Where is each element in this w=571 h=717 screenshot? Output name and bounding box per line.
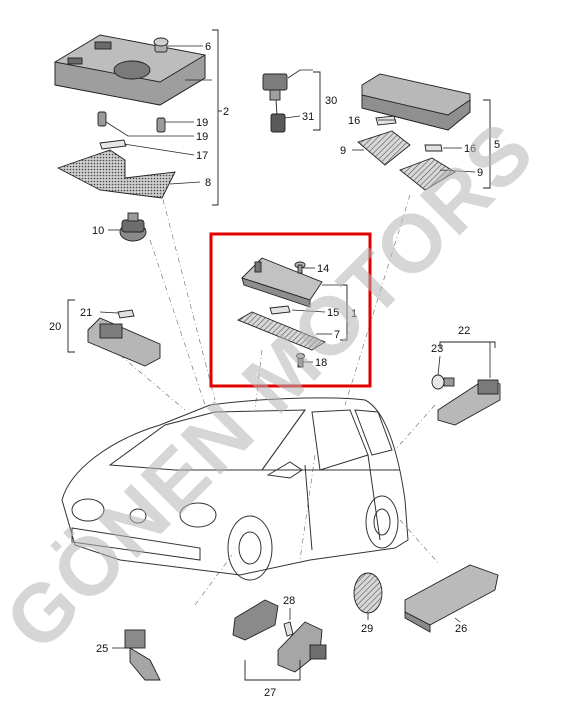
callout-2: 2: [223, 106, 229, 118]
callout-18: 18: [315, 357, 327, 369]
door-light-20: [87, 317, 161, 367]
screw-14: [294, 261, 306, 274]
lens-7: [236, 311, 326, 351]
bulb-15: [269, 305, 291, 315]
callout-30: 30: [325, 95, 337, 107]
highlighted-assembly: [209, 232, 372, 388]
bulb-23: [431, 374, 455, 390]
callout-28: 28: [283, 595, 295, 607]
bracket-5: [483, 99, 491, 189]
car-illustration: [61, 397, 409, 581]
callout-14: 14: [317, 263, 329, 275]
callout-6: 6: [205, 41, 211, 53]
diffuser-lens-8: [56, 149, 176, 199]
callout-17: 17: [196, 150, 208, 162]
callout-29: 29: [361, 623, 373, 635]
festoon-bulb-17: [99, 139, 127, 150]
bracket-30: [313, 71, 321, 131]
callout-19-lower: 19: [196, 131, 208, 143]
callout-8: 8: [205, 177, 211, 189]
boot-light-22: [437, 379, 501, 426]
callout-20: 20: [49, 321, 61, 333]
bulb-holder-6: [153, 37, 169, 53]
switch-25: [124, 629, 161, 681]
lens-29: [353, 572, 383, 614]
sensor-10: [119, 212, 147, 242]
interior-light-1: [241, 257, 323, 308]
callout-5: 5: [494, 139, 500, 151]
reading-light-5: [361, 73, 471, 131]
callout-1: 1: [351, 308, 357, 320]
bracket-22: [439, 341, 496, 348]
screw-18: [296, 353, 305, 368]
callout-26: 26: [455, 623, 467, 635]
callout-31: 31: [302, 111, 314, 123]
roof-console: [54, 34, 206, 106]
callout-10: 10: [92, 225, 104, 237]
glovebox-light-27: [232, 599, 327, 673]
leader-lines: [99, 45, 491, 649]
lens-9-right: [399, 157, 456, 191]
callout-25: 25: [96, 643, 108, 655]
bracket-1: [340, 284, 348, 341]
bracket-27: [244, 660, 301, 681]
bracket-2: [212, 29, 222, 206]
bulb-16-upper: [375, 115, 397, 126]
callout-9-right: 9: [477, 167, 483, 179]
callout-labels: 6 2 19 19 17 8 10 30 31 16 16 9 9 5 14 1…: [49, 41, 500, 699]
bulb-sockets-19: [97, 111, 166, 133]
callout-16-lower: 16: [464, 143, 476, 155]
callout-15: 15: [327, 307, 339, 319]
bulb-21: [117, 309, 135, 319]
callout-19-upper: 19: [196, 117, 208, 129]
switch-30: [262, 73, 288, 116]
lens-9-left: [357, 130, 411, 166]
callout-21: 21: [80, 307, 92, 319]
light-unit-26: [404, 564, 499, 633]
callout-7: 7: [334, 329, 340, 341]
callout-27: 27: [264, 687, 276, 699]
connector-31: [270, 113, 286, 133]
bulb-16-lower: [424, 144, 443, 152]
bulb-28: [283, 621, 294, 637]
callout-22: 22: [458, 325, 470, 337]
callout-9-left: 9: [340, 145, 346, 157]
bracket-20: [67, 299, 75, 353]
callout-23: 23: [431, 343, 443, 355]
callout-16-upper: 16: [348, 115, 360, 127]
